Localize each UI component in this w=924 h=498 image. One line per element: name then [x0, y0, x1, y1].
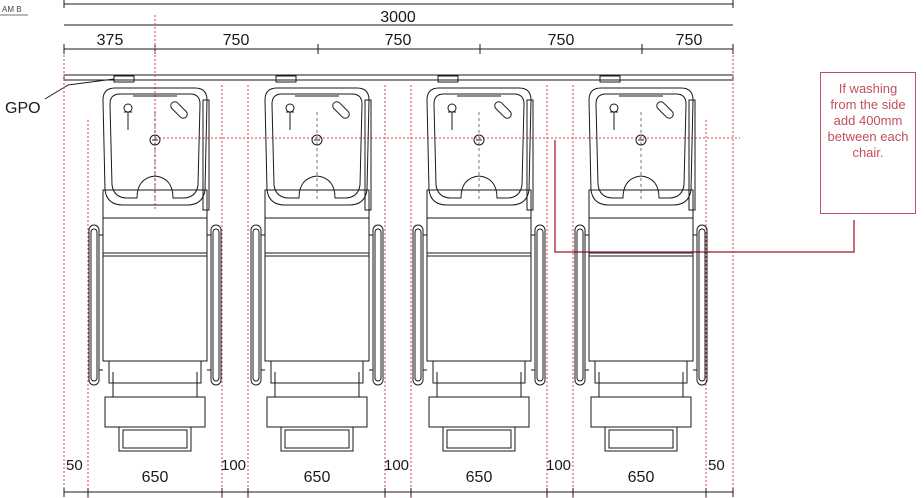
basin-outline — [426, 87, 532, 206]
footrest — [428, 396, 530, 428]
bottom-dimension-label: 100 — [384, 457, 409, 474]
footrest-pad — [280, 426, 354, 452]
gpo-label: GPO — [5, 100, 41, 117]
armrest — [250, 224, 262, 386]
chair-back — [588, 189, 694, 219]
footrest-pad — [118, 426, 192, 452]
top-segment-label: 375 — [97, 32, 124, 49]
bottom-dimension-label: 50 — [708, 457, 725, 474]
tap-icon — [610, 111, 618, 130]
top-segment-label: 750 — [676, 32, 703, 49]
armrest — [696, 224, 708, 386]
guide-lines — [63, 15, 740, 498]
basin-side-panel — [364, 99, 372, 211]
gpo-leader-line — [44, 84, 69, 100]
chair-seat — [588, 252, 694, 362]
footrest-pad — [442, 426, 516, 452]
basin-side-panel — [202, 99, 210, 211]
basin-inner — [433, 93, 525, 199]
tap-icon — [286, 111, 294, 130]
tap-icon — [124, 111, 132, 130]
bottom-dimension-label: 650 — [304, 469, 331, 486]
bottom-dimension-label: 100 — [546, 457, 571, 474]
chair-seat — [264, 252, 370, 362]
tap-icon — [448, 111, 456, 130]
chair-back — [426, 189, 532, 219]
armrest — [534, 224, 546, 386]
basin-side-panel — [526, 99, 534, 211]
basin-inner — [595, 93, 687, 199]
basin-side-panel — [688, 99, 696, 211]
armrest — [412, 224, 424, 386]
wall-strip — [63, 74, 734, 81]
footrest — [104, 396, 206, 428]
washing-chair — [88, 87, 222, 452]
hose-holder — [332, 101, 350, 119]
hose-holder — [656, 101, 674, 119]
bottom-dimension-label: 50 — [66, 457, 83, 474]
chairs-group — [88, 87, 708, 452]
gpo-outlets — [113, 75, 621, 83]
chair-base — [594, 360, 688, 384]
armrest — [88, 224, 100, 386]
bottom-dimension-label: 650 — [466, 469, 493, 486]
basin-outline — [588, 87, 694, 206]
top-segment-label: 750 — [223, 32, 250, 49]
chair-seat — [426, 252, 532, 362]
basin-inner — [109, 93, 201, 199]
total-width-label: 3000 — [380, 9, 416, 26]
top-segment-label: 750 — [385, 32, 412, 49]
hose-holder — [494, 101, 512, 119]
chair-base — [108, 360, 202, 384]
bottom-dimension-label: 650 — [142, 469, 169, 486]
armrest — [210, 224, 222, 386]
washing-chair — [412, 87, 546, 452]
partial-label: AM B — [2, 5, 22, 14]
basin-outline — [264, 87, 370, 206]
footrest — [266, 396, 368, 428]
bottom-dimension-line — [63, 488, 734, 497]
basin-inner — [271, 93, 363, 199]
footrest-pad — [604, 426, 678, 452]
chair-base — [270, 360, 364, 384]
top-segment-label: 750 — [548, 32, 575, 49]
top-dimension-lines — [63, 0, 734, 54]
chair-seat — [102, 252, 208, 362]
washing-chair — [250, 87, 384, 452]
bottom-dimension-label: 100 — [221, 457, 246, 474]
side-washing-note: If washing from the side add 400mm betwe… — [820, 72, 916, 214]
washing-chair — [574, 87, 708, 452]
hose-holder — [170, 101, 188, 119]
armrest — [372, 224, 384, 386]
chair-base — [432, 360, 526, 384]
bottom-dimension-label: 650 — [628, 469, 655, 486]
chair-back — [264, 189, 370, 219]
footrest — [590, 396, 692, 428]
armrest — [574, 224, 586, 386]
